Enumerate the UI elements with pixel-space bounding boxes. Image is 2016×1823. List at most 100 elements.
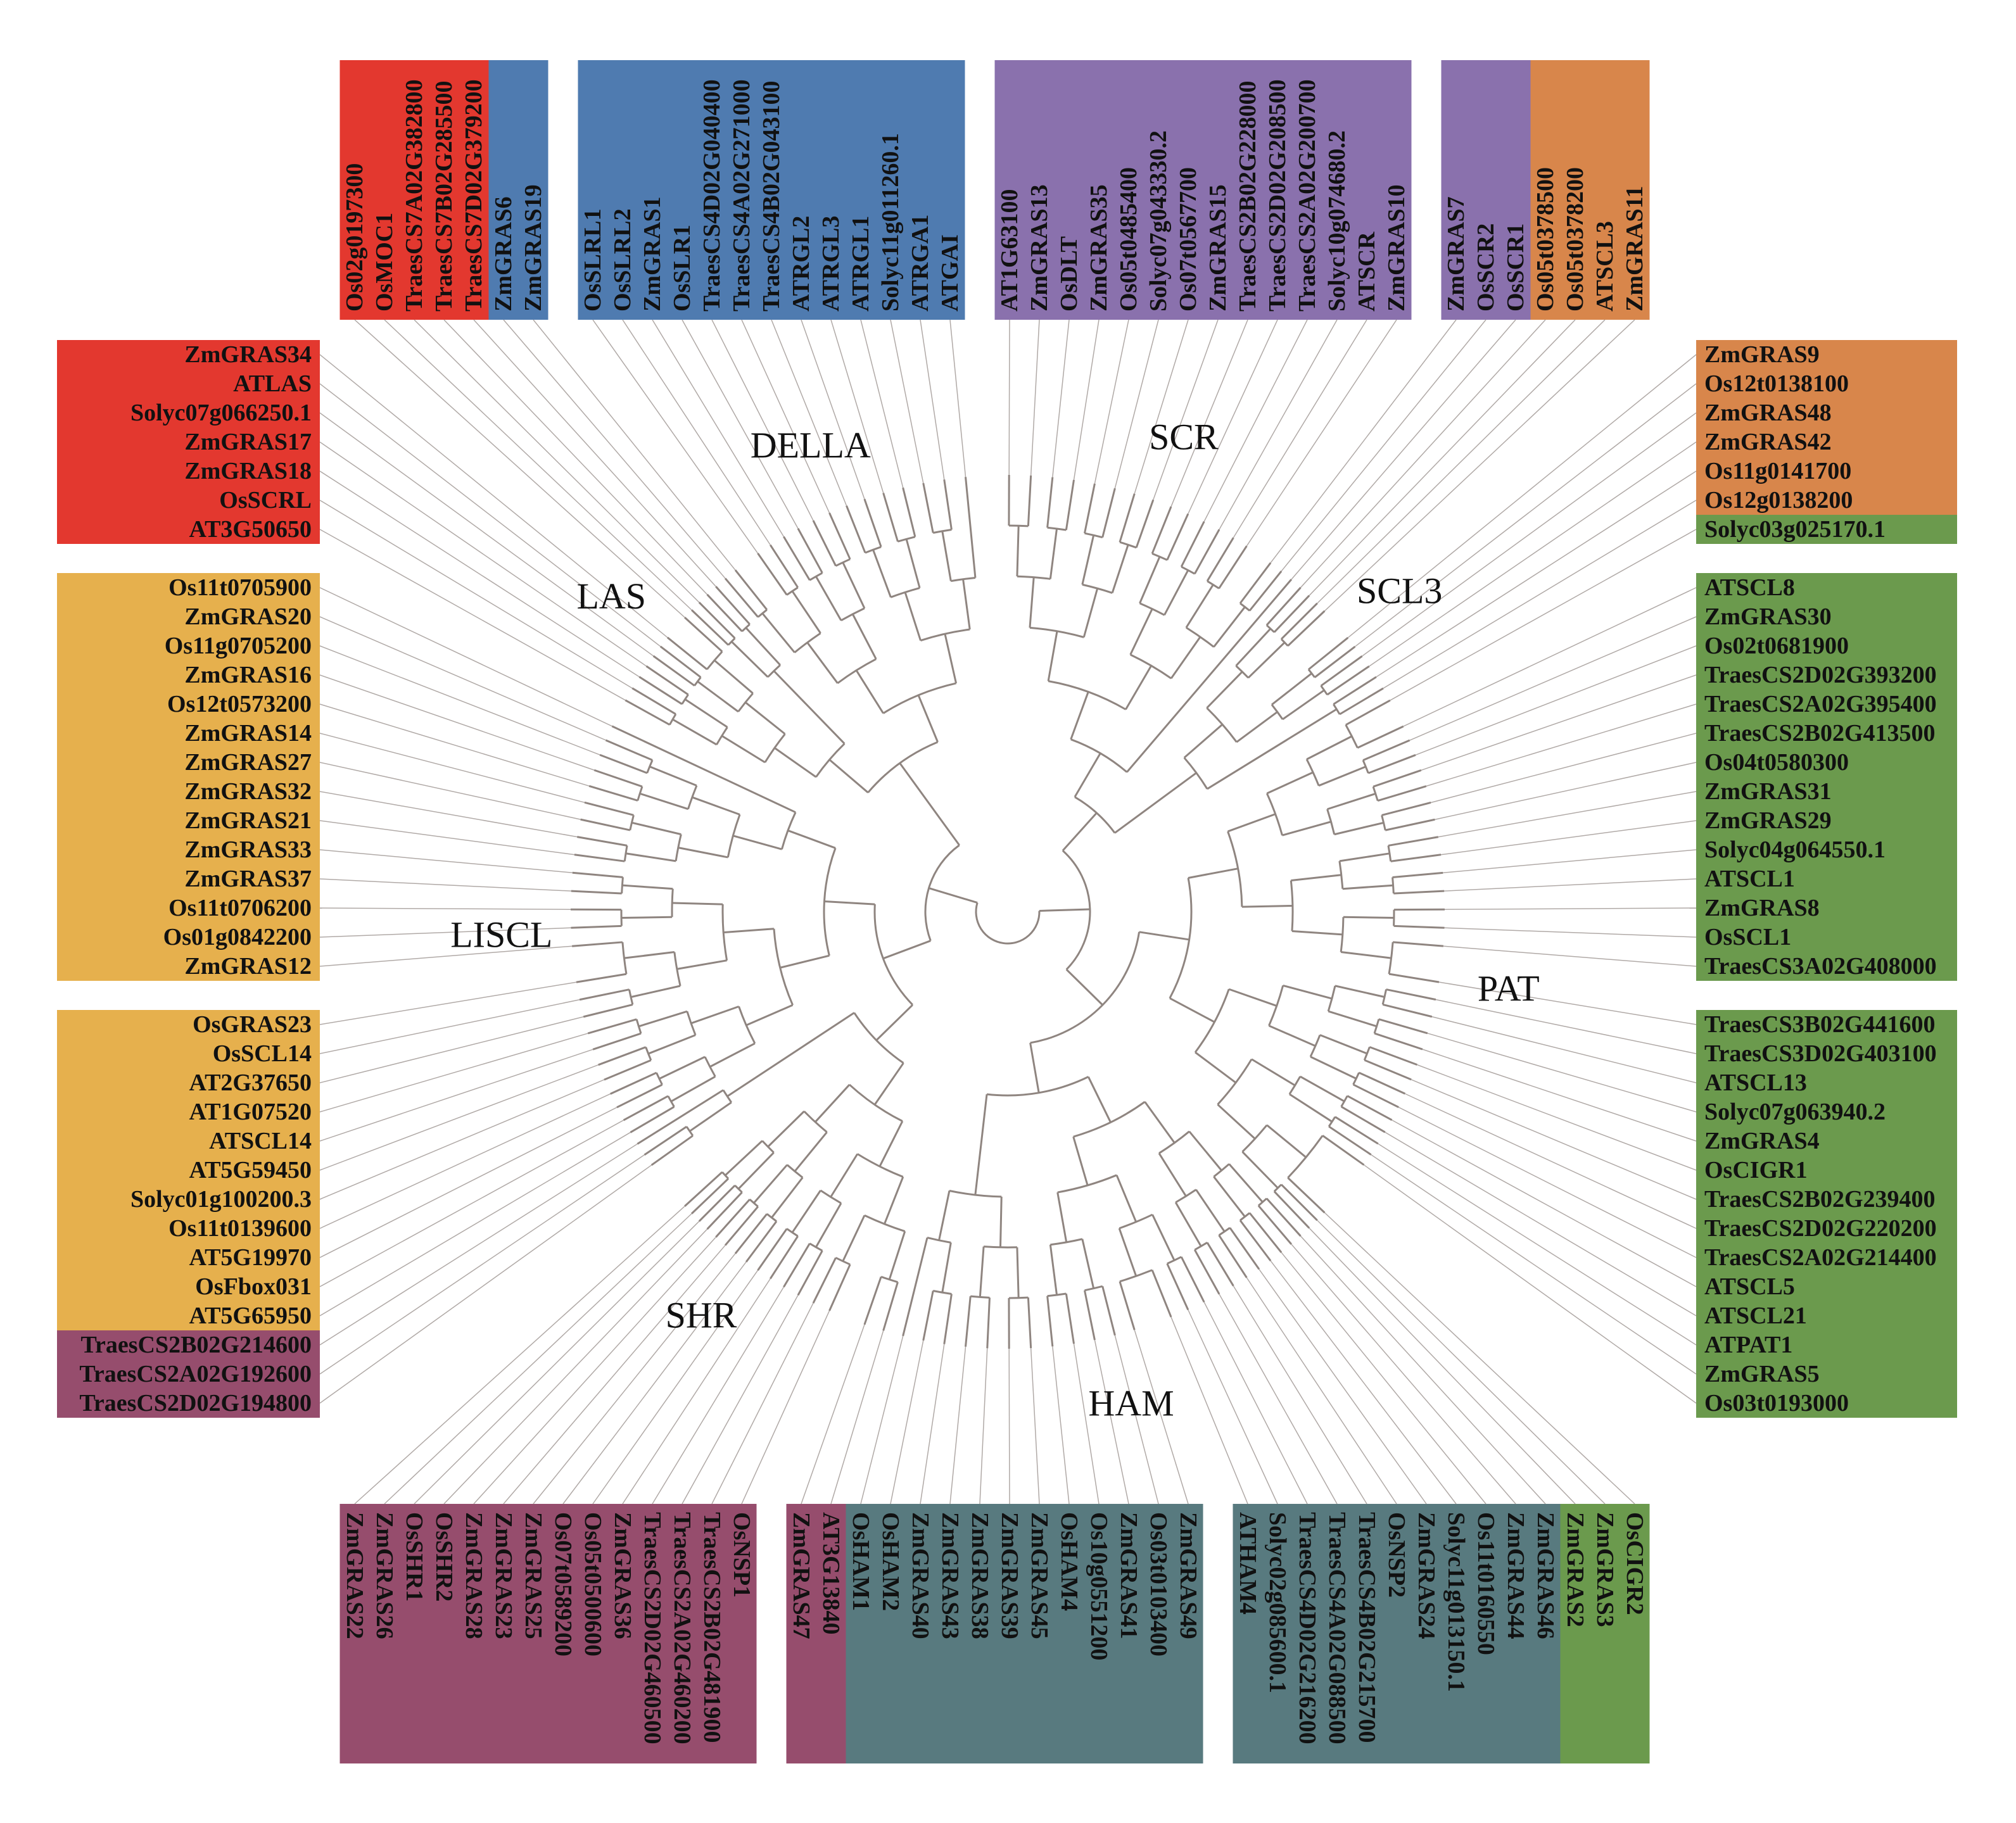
tree-branch bbox=[1308, 636, 1349, 671]
clade-cell-las bbox=[57, 457, 320, 486]
clade-cell-scr bbox=[1233, 60, 1263, 320]
tree-branch bbox=[691, 609, 729, 646]
leaf-label: TraesCS4A02G088500 bbox=[1324, 1512, 1350, 1744]
leaf-connector bbox=[1430, 733, 1697, 804]
leaf-connector bbox=[1030, 1347, 1040, 1504]
clade-cell-liscl bbox=[57, 719, 320, 748]
tree-branch bbox=[767, 1110, 805, 1148]
tree-branch bbox=[1185, 584, 1214, 628]
tree-branch bbox=[1229, 1227, 1260, 1270]
tree-branch bbox=[1367, 754, 1416, 774]
clade-cell-shr bbox=[548, 1504, 578, 1763]
leaf-label: TraesCS2A02G192600 bbox=[79, 1361, 312, 1387]
leaf-label: ZmGRAS43 bbox=[937, 1512, 963, 1639]
tree-branch bbox=[1087, 1076, 1112, 1123]
tree-branch bbox=[1343, 916, 1394, 919]
clade-cell-liscl bbox=[57, 1243, 320, 1272]
clade-cell-ham bbox=[1500, 1504, 1531, 1763]
leaf-connector bbox=[1246, 1277, 1397, 1504]
tree-node-arc bbox=[1290, 880, 1294, 931]
leaf-connector bbox=[920, 319, 945, 480]
tree-branch bbox=[621, 916, 673, 919]
tree-branch bbox=[1158, 1152, 1187, 1197]
tree-branch bbox=[753, 1164, 788, 1204]
tree-branch bbox=[815, 1202, 842, 1248]
clade-cell-pat bbox=[1696, 806, 1957, 835]
tree-branch bbox=[1119, 1281, 1136, 1330]
clade-label: DELLA bbox=[751, 425, 871, 466]
tree-branch bbox=[1027, 1297, 1032, 1349]
tree-branch bbox=[828, 759, 869, 793]
clade-cell-pat bbox=[1696, 690, 1957, 719]
tree-branch bbox=[1236, 711, 1278, 743]
leaf-connector bbox=[1354, 383, 1697, 647]
leaf-label: ZmGRAS45 bbox=[1026, 1512, 1053, 1639]
leaf-connector bbox=[1411, 1079, 1697, 1200]
leaf-connector bbox=[1443, 945, 1697, 967]
leaf-connector bbox=[319, 1079, 605, 1200]
leaf-connector bbox=[979, 1348, 988, 1504]
tree-branch bbox=[1374, 1032, 1423, 1050]
leaf-connector bbox=[1300, 319, 1546, 588]
tree-node-arc bbox=[1340, 1095, 1348, 1107]
tree-node-arc bbox=[780, 812, 797, 850]
tree-node-arc bbox=[1206, 707, 1238, 743]
leaf-label: ZmGRAS46 bbox=[1532, 1512, 1559, 1639]
clade-cell-liscl bbox=[57, 1185, 320, 1214]
clade-cell-shr bbox=[57, 1389, 320, 1418]
tree-branch bbox=[724, 577, 759, 618]
tree-branch bbox=[965, 477, 977, 578]
tree-branch bbox=[624, 951, 675, 959]
leaf-connector bbox=[1426, 703, 1697, 787]
leaf-label: OsSCRL bbox=[219, 487, 312, 514]
clade-cell-pat bbox=[1696, 1272, 1957, 1301]
tree-node-arc bbox=[1183, 757, 1208, 790]
tree-branch bbox=[1289, 1093, 1333, 1123]
tree-branch bbox=[731, 641, 769, 678]
clade-cell-pat bbox=[1696, 1068, 1957, 1097]
leaf-connector bbox=[1422, 1049, 1697, 1142]
clade-cell-las bbox=[57, 340, 320, 369]
leaf-connector bbox=[771, 319, 847, 506]
tree-branch bbox=[882, 493, 899, 542]
clade-cell-ham bbox=[905, 1504, 935, 1763]
clade-cell-ham bbox=[875, 1504, 906, 1763]
leaf-connector bbox=[319, 981, 577, 1025]
leaf-connector bbox=[1008, 1348, 1010, 1504]
clade-cell-ham bbox=[1262, 1504, 1293, 1763]
leaf-connector bbox=[319, 1143, 638, 1346]
leaf-connector bbox=[1233, 319, 1367, 538]
leaf-connector bbox=[1052, 1346, 1070, 1504]
leaf-connector bbox=[1258, 1268, 1427, 1504]
clade-cell-ham bbox=[1173, 1504, 1203, 1763]
leaf-connector bbox=[711, 319, 814, 521]
clade-cell-ham bbox=[1084, 1504, 1114, 1763]
tree-node-arc bbox=[1073, 1101, 1146, 1138]
leaf-connector bbox=[473, 1237, 716, 1504]
leaf-label: ZmGRAS34 bbox=[184, 341, 312, 368]
tree-node-arc bbox=[685, 1126, 694, 1137]
leaf-label: Os11t0706200 bbox=[168, 895, 312, 921]
clade-cell-shr bbox=[429, 1504, 459, 1763]
leaf-connector bbox=[1291, 1244, 1516, 1504]
leaf-label: TraesCS3D02G403100 bbox=[1704, 1040, 1937, 1067]
leaf-label: TraesCS3B02G441600 bbox=[1704, 1011, 1936, 1038]
tree-branch bbox=[1291, 930, 1343, 936]
tree-branch bbox=[884, 1176, 904, 1225]
tree-branch bbox=[783, 536, 811, 581]
leaf-connector bbox=[1347, 354, 1697, 638]
leaf-label: OsGRAS23 bbox=[193, 1011, 312, 1038]
leaf-connector bbox=[1405, 1093, 1697, 1229]
leaf-label: Os02g0197300 bbox=[341, 163, 368, 312]
leaf-connector bbox=[319, 616, 606, 741]
tree-branch bbox=[1056, 1192, 1068, 1243]
leaf-connector bbox=[319, 999, 580, 1054]
tree-node-arc bbox=[809, 1242, 823, 1252]
tree-branch bbox=[624, 699, 671, 726]
leaf-label: ZmGRAS1 bbox=[639, 196, 666, 312]
tree-branch bbox=[714, 659, 754, 695]
tree-branch bbox=[1334, 821, 1384, 836]
leaf-label: ATRGL2 bbox=[788, 216, 815, 312]
leaf-label: ATSCR bbox=[1354, 231, 1380, 312]
